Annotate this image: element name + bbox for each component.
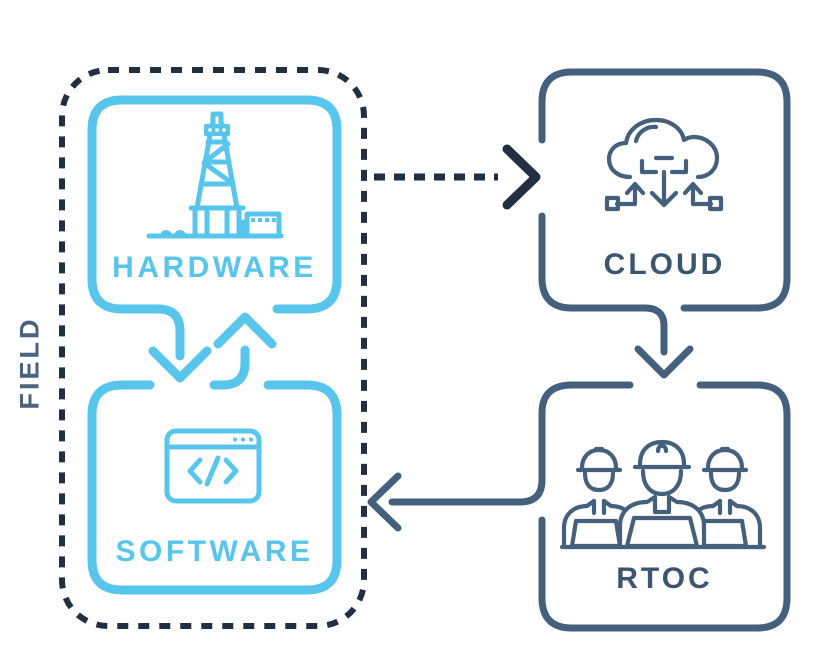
cloud-box-outline [538,68,791,379]
software-label: SOFTWARE [115,535,314,568]
hardware-label: HARDWARE [112,251,317,284]
software-box-outline [87,345,342,595]
cloud-to-rtoc-arrowhead [634,345,694,379]
rtoc-label: RTOC [616,562,713,595]
worker-left [561,446,637,549]
field-dashed-boundary [59,67,367,629]
oil-derrick-icon [146,111,284,239]
rtoc-box-outline [367,381,791,632]
cloud-label: CLOUD [603,248,726,281]
workers-team-icon [559,439,767,550]
cloud-transfer-icon [604,117,724,212]
worker-right [687,446,763,549]
worker-center [617,439,707,549]
field-to-cloud-arrowhead [502,144,541,210]
rtoc-to-software-arrowhead [367,472,402,532]
software-to-hardware-arrowhead [213,312,277,349]
hardware-box-outline [87,95,342,383]
code-window-icon [164,428,262,504]
field-to-cloud-dashed-arrow [374,144,541,210]
hardware-to-software-arrowhead [148,346,212,383]
field-group-label: FIELD [14,316,45,410]
